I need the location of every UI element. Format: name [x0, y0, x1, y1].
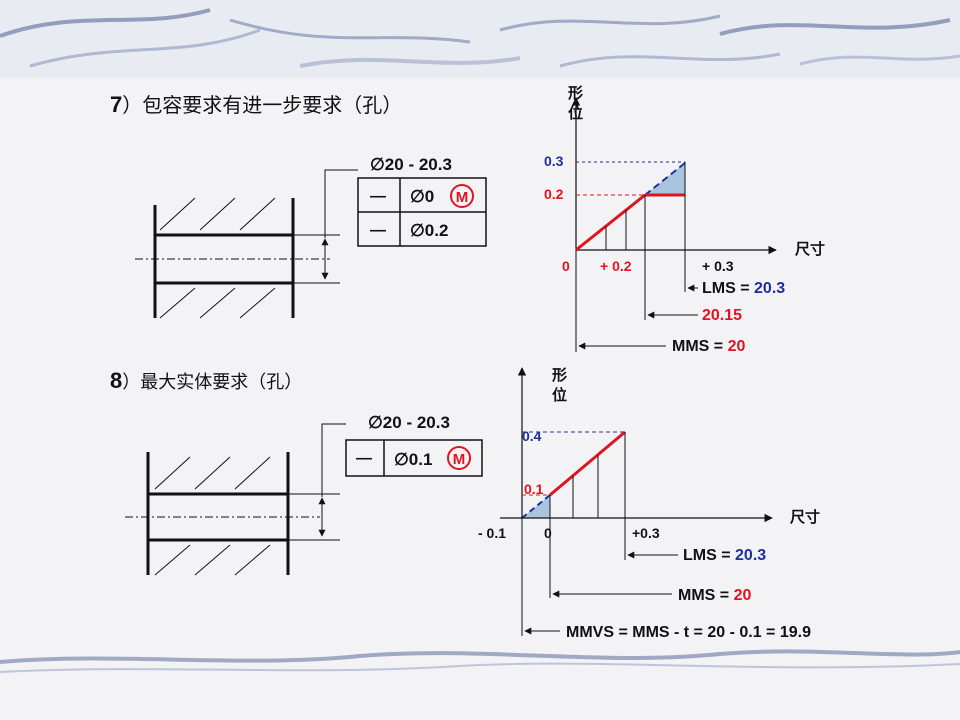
- section8-size-tolerance: ∅20 - 20.3: [368, 413, 450, 432]
- section8-title-text: ）最大实体要求（孔）: [122, 372, 302, 393]
- section8-bonus-zone: [522, 495, 550, 518]
- decorative-top-band: [0, 0, 960, 78]
- section8-row1-modifier: M: [453, 451, 466, 468]
- section7-lms: LMS = 20.3: [702, 280, 785, 297]
- section7-row1-symbol: —: [370, 188, 386, 205]
- section7-mmc-line: [575, 193, 646, 252]
- section8-x-tick-3: +0.3: [632, 525, 660, 541]
- section7-tolerance-frame: ∅20 - 20.3 — ∅0 M — ∅0.2: [357, 155, 487, 247]
- section7-row2-symbol: —: [370, 222, 386, 239]
- section8-mmvs: MMVS = MMS - t = 20 - 0.1 = 19.9: [566, 624, 811, 641]
- section7-title-text: ）包容要求有进一步要求（孔）: [122, 93, 402, 117]
- decorative-bottom-band: [0, 649, 960, 673]
- section8-mmc-modifier-circle: [447, 446, 471, 470]
- section8-y-axis-label: 形位: [552, 366, 567, 404]
- section7-x-tick-3: + 0.3: [702, 258, 734, 274]
- section8-row1-value: ∅0.1: [394, 450, 432, 469]
- section7-lms-label: LMS =: [702, 280, 754, 297]
- section7-x-axis-label: 尺寸: [795, 240, 825, 258]
- section8-mmc-line: [549, 430, 626, 497]
- section8-y-tick-2: 0.1: [524, 481, 544, 497]
- section7-lms-value: 20.3: [754, 280, 785, 297]
- section8-y-tick-1: 0.4: [522, 428, 542, 444]
- section7-row1-modifier: M: [456, 189, 469, 206]
- section7-mms: MMS = 20: [672, 338, 745, 355]
- section7-mms-value: 20: [728, 338, 746, 355]
- section7-mms-label: MMS =: [672, 338, 728, 355]
- section8-lms-label: LMS =: [683, 547, 735, 564]
- section7-size-tolerance: ∅20 - 20.3: [370, 155, 452, 174]
- section8-mms: MMS = 20: [678, 587, 751, 604]
- section8-x-axis-label: 尺寸: [790, 508, 820, 526]
- section7-graph: 形位 尺寸 0.3 0.2 0 + 0.2 + 0.3 LMS = 20.3 2…: [544, 84, 825, 355]
- section8-x-tick-1: - 0.1: [478, 525, 506, 541]
- section8-lms: LMS = 20.3: [683, 547, 766, 564]
- section7-y-axis-label: 形位: [568, 84, 583, 122]
- section7-x-tick-1: 0: [562, 258, 570, 274]
- section7-row1-value: ∅0: [410, 187, 434, 206]
- section8-lms-value: 20.3: [735, 547, 766, 564]
- section7-y-tick-1: 0.3: [544, 153, 564, 169]
- section8-mms-value: 20: [734, 587, 752, 604]
- section8-mms-label: MMS =: [678, 587, 734, 604]
- section8-number: 8: [110, 368, 122, 393]
- section7-x-tick-2: + 0.2: [600, 258, 632, 274]
- section8-part-drawing: [125, 423, 346, 576]
- section8-graph: 形位 尺寸 0.4 0.1 - 0.1 0 +0.3 LMS = 20.3 MM…: [478, 366, 820, 641]
- section8-tolerance-frame: ∅20 - 20.3 — ∅0.1 M: [345, 413, 483, 477]
- section8-row1-symbol: —: [356, 450, 372, 467]
- section7-row2-value: ∅0.2: [410, 221, 448, 240]
- section7-mid-value: 20.15: [702, 307, 742, 324]
- section7-y-tick-2: 0.2: [544, 186, 564, 202]
- section8-title: 8）最大实体要求（孔）: [110, 368, 302, 393]
- section7-part-drawing: [135, 169, 358, 319]
- section7-mmc-modifier-circle: [450, 184, 474, 208]
- section7-number: 7: [110, 92, 122, 117]
- section8-x-tick-2: 0: [544, 525, 552, 541]
- section7-title: 7）包容要求有进一步要求（孔）: [110, 92, 402, 117]
